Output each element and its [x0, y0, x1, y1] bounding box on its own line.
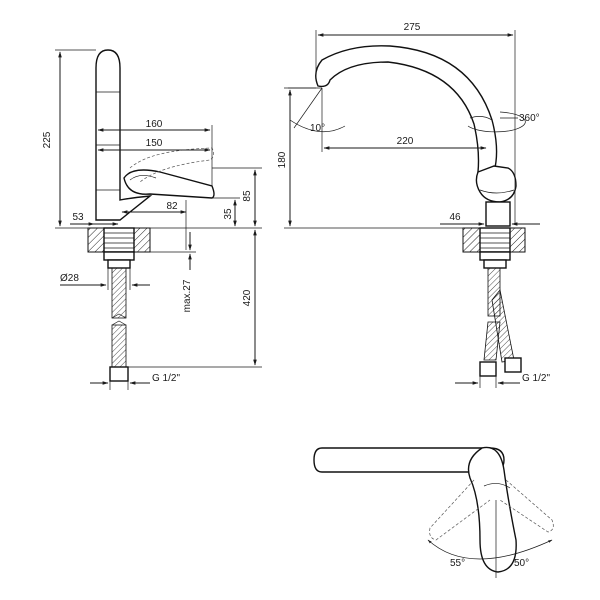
front-body [475, 165, 517, 203]
dim-35: 35 [223, 208, 234, 220]
hose-right-b [491, 289, 515, 363]
side-view: 225 160 150 85 35 82 53 Ø28 [42, 49, 262, 390]
dim-150: 150 [146, 138, 163, 149]
front-view: 275 360° 10° 220 180 46 G 1/2" [277, 22, 550, 388]
dim-160: 160 [146, 119, 163, 130]
dim-angle-right: 50° [514, 558, 529, 569]
top-view: 55° 50° [313, 446, 554, 578]
dim-diameter: Ø28 [60, 273, 79, 284]
dim-thread-right: G 1/2" [522, 373, 550, 384]
spout [315, 45, 498, 173]
dim-420: 420 [242, 289, 253, 306]
faucet-body [95, 49, 153, 221]
dim-46: 46 [449, 212, 461, 223]
dim-275: 275 [404, 22, 421, 33]
top-body [467, 446, 517, 573]
dim-225: 225 [42, 131, 53, 148]
dim-max-27: max.27 [182, 279, 193, 312]
dim-angle-left: 55° [450, 558, 465, 569]
dim-82: 82 [166, 201, 178, 212]
dim-53: 53 [72, 212, 84, 223]
handle-rotated-right [499, 479, 554, 533]
handle-raised-outline [129, 147, 214, 183]
handle-lever [123, 169, 215, 199]
dim-tilt: 10° [310, 123, 325, 134]
dim-85: 85 [242, 190, 253, 202]
dim-thread-left: G 1/2" [152, 373, 180, 384]
dim-180: 180 [277, 151, 288, 168]
hose-left [111, 267, 127, 319]
dim-220: 220 [397, 136, 414, 147]
dim-rotation: 360° [519, 113, 540, 124]
